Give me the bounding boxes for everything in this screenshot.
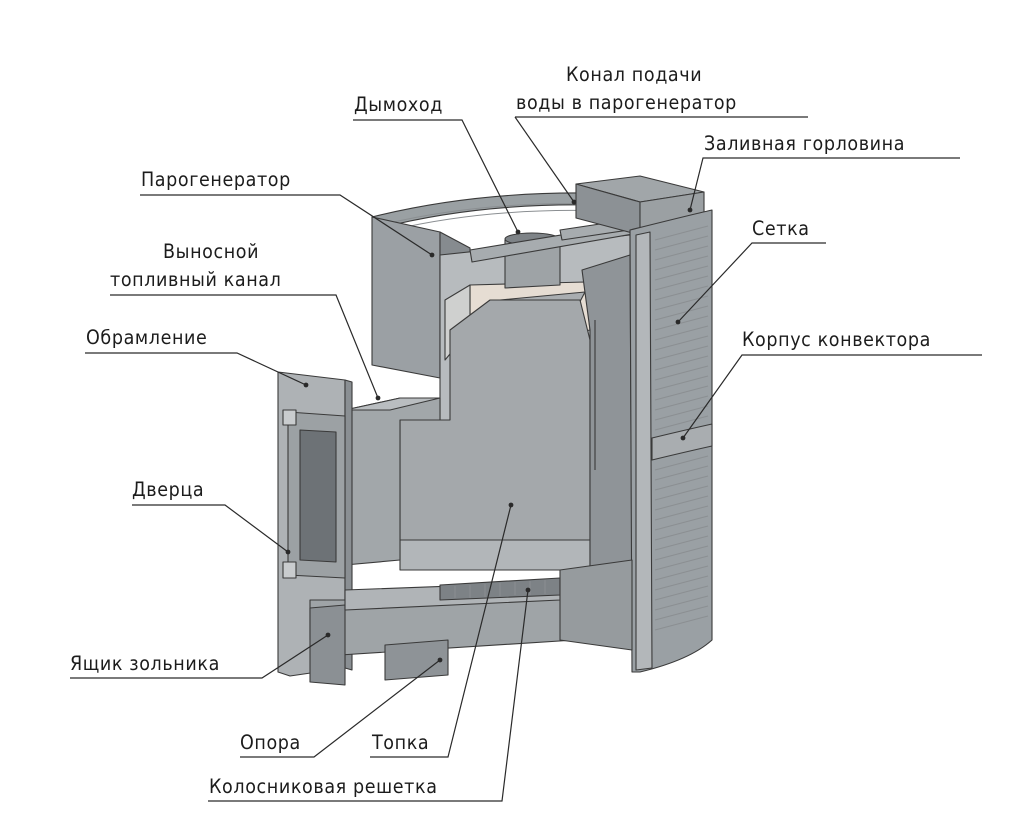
inner-right-column xyxy=(581,254,633,601)
door-hinge-bottom xyxy=(282,561,297,579)
convector-mid-band xyxy=(651,423,713,461)
label-water-channel-line1: Конал подачи xyxy=(566,63,702,86)
label-firebox: Топка xyxy=(371,731,429,754)
stove-illustration xyxy=(277,175,713,686)
fuel-channel-top xyxy=(344,397,441,411)
leader-lines xyxy=(70,116,982,802)
label-fuel-channel-line2: топливный канал xyxy=(110,268,281,291)
callout-labels: Дымоход Конал подачи воды в парогенерато… xyxy=(70,63,931,798)
label-frame: Обрамление xyxy=(86,326,207,349)
label-convector-body: Корпус конвектора xyxy=(742,328,931,351)
mesh-ribs-upper xyxy=(654,225,709,431)
label-grate: Колосниковая решетка xyxy=(209,775,438,798)
steam-generator-part xyxy=(371,216,441,379)
label-chimney: Дымоход xyxy=(354,93,443,116)
door-hinge-top xyxy=(282,409,297,426)
lower-right-box xyxy=(559,559,633,651)
label-fuel-channel-line1: Выносной xyxy=(163,240,259,263)
label-filler-neck: Заливная горловина xyxy=(704,132,905,155)
label-mesh: Сетка xyxy=(752,217,810,240)
convector-edge-strip xyxy=(635,231,653,671)
label-water-channel-line2: воды в парогенератор xyxy=(516,91,737,114)
support-leg xyxy=(384,639,449,681)
door-window xyxy=(299,429,337,563)
grate-bars xyxy=(454,580,546,598)
mesh-ribs-lower xyxy=(654,455,709,631)
label-support: Опора xyxy=(240,731,301,754)
label-ash-drawer: Ящик зольника xyxy=(70,652,220,675)
label-door: Дверца xyxy=(132,478,204,501)
label-steam-generator: Парогенератор xyxy=(141,168,291,191)
ash-drawer-front xyxy=(309,604,346,686)
firebox-floor xyxy=(399,539,591,571)
